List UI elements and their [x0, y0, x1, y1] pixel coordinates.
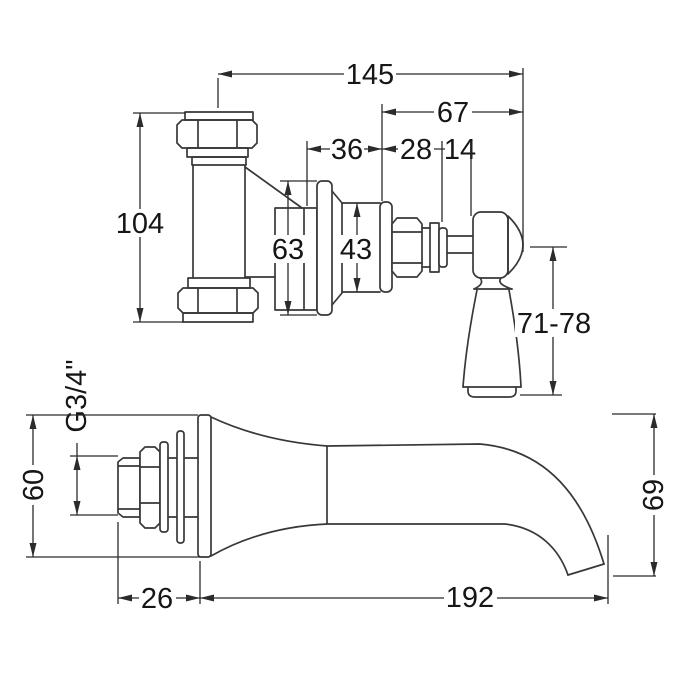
dim-label-69: 69 [638, 479, 670, 511]
dim-label-43: 43 [340, 234, 372, 266]
dim-label-36: 36 [331, 134, 363, 166]
wall-plate [316, 180, 333, 316]
dim-label-28: 28 [400, 134, 432, 166]
valve-handle [446, 211, 524, 398]
dimension-26: 26 [117, 522, 201, 615]
spout-flange [197, 414, 212, 558]
dimension-71-78: 71-78 [515, 246, 594, 396]
dim-label-60: 60 [18, 469, 50, 501]
lever [462, 289, 478, 388]
dimension-145: 145 [217, 59, 524, 252]
dimension-63: 63 [270, 180, 317, 316]
dimension-192: 192 [200, 535, 609, 614]
wall-washer [176, 430, 185, 544]
dimension-67: 67 [381, 97, 523, 201]
spout-drawing [117, 414, 605, 576]
dim-label-g34: G3/4" [61, 359, 93, 432]
dim-label-104: 104 [116, 208, 164, 240]
spout-tail-connector [117, 430, 199, 544]
handle-hub [472, 211, 509, 279]
dim-label-192: 192 [446, 582, 494, 614]
dim-label-145: 145 [346, 59, 394, 91]
dimension-104: 104 [114, 112, 186, 323]
pipe-tee-assembly [176, 111, 303, 323]
dimension-69: 69 [612, 413, 670, 577]
backnut [139, 446, 161, 529]
bonnet-nut [391, 217, 423, 278]
spout-body [197, 414, 605, 576]
dim-label-63: 63 [272, 234, 304, 266]
dim-label-71-78: 71-78 [517, 308, 591, 340]
dimension-g34-thread: G3/4" [61, 359, 118, 516]
dim-label-67: 67 [437, 97, 469, 129]
dimension-43: 43 [338, 203, 375, 292]
valve-drawing [176, 111, 524, 398]
dimension-60: 60 [18, 414, 200, 558]
dim-label-26: 26 [141, 583, 173, 615]
valve-body [274, 180, 448, 316]
dimension-36-28-14: 36 28 14 [306, 134, 476, 222]
